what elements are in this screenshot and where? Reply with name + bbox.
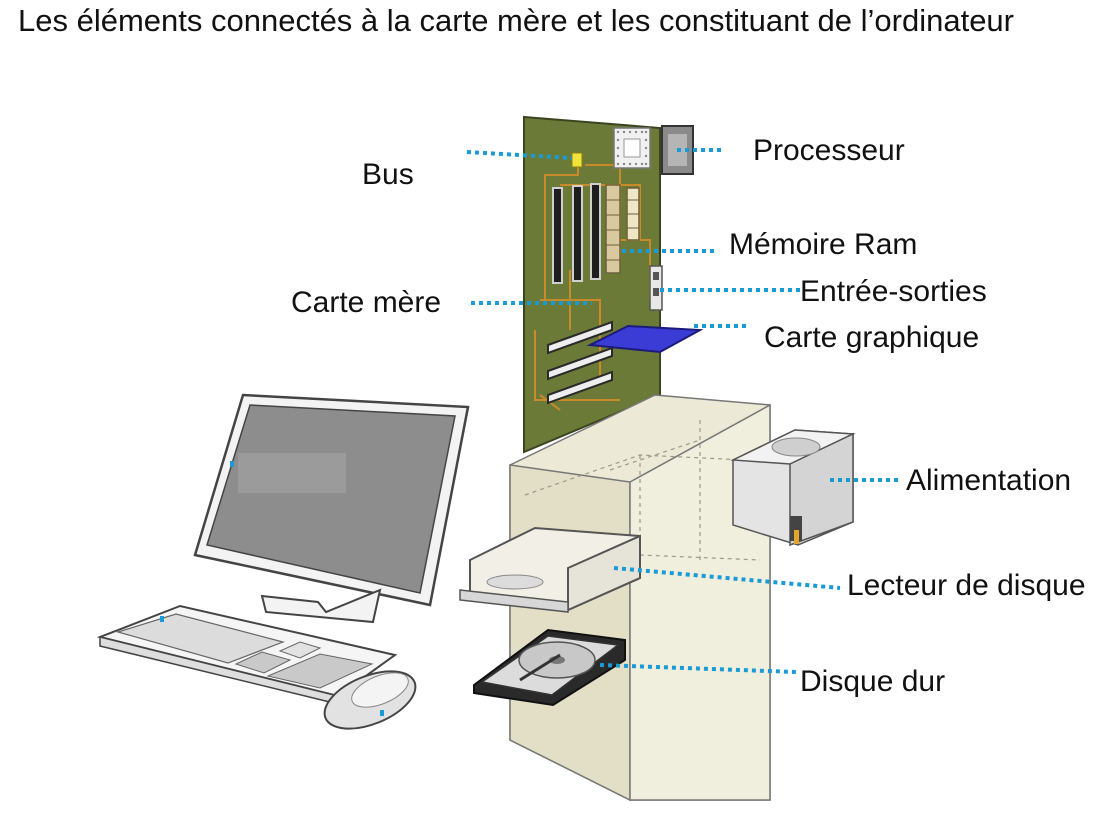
graphics-card <box>586 324 704 354</box>
label-bus: Bus <box>362 158 414 191</box>
label-graphics-card: Carte graphique <box>764 321 980 354</box>
label-hard-disk: Disque dur <box>800 665 946 698</box>
label-processor: Processeur <box>753 134 905 167</box>
leader-bus <box>466 150 573 160</box>
keyboard <box>96 604 398 705</box>
label-power-supply: Alimentation <box>906 464 1072 497</box>
page-title: Les éléments connectés à la carte mère e… <box>18 3 1014 38</box>
label-io: Entrée-sorties <box>800 275 987 308</box>
leader-lines <box>466 148 900 674</box>
label-ram: Mémoire Ram <box>729 228 918 261</box>
leader-disc-drive <box>613 566 841 590</box>
cpu-socket <box>613 127 651 169</box>
mouse <box>323 670 417 730</box>
label-motherboard: Carte mère <box>291 286 442 319</box>
hard-disk <box>473 628 626 707</box>
ram-slots <box>605 184 640 274</box>
leader-hard-disk <box>599 663 797 674</box>
bus-chip <box>571 152 583 168</box>
disc-drive <box>459 526 641 613</box>
monitor <box>193 393 470 624</box>
label-disc-drive: Lecteur de disque <box>847 569 1086 602</box>
power-supply <box>730 429 856 547</box>
